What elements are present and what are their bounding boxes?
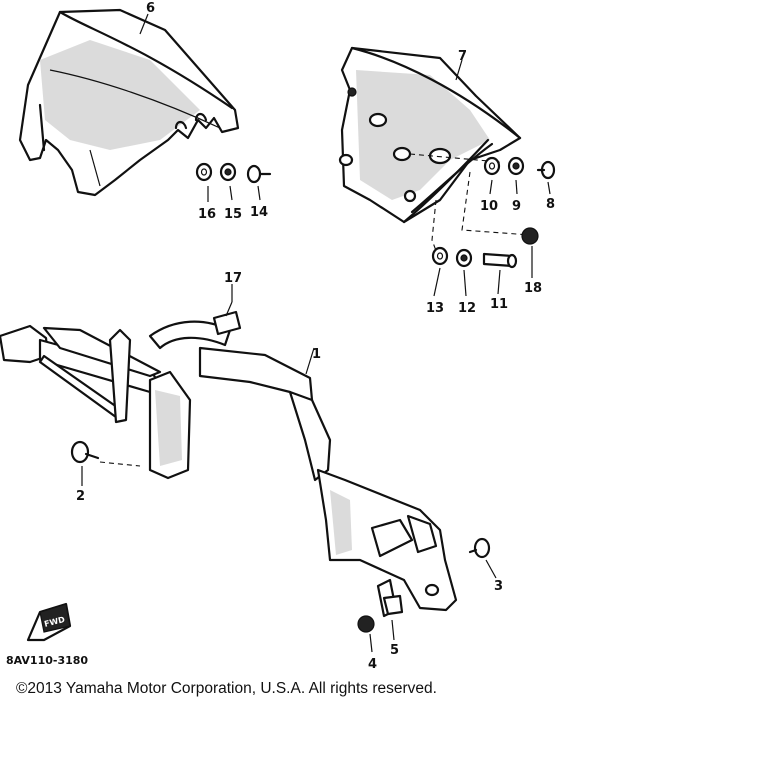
hardware-washer-16 bbox=[195, 162, 213, 182]
frame-bracket-part bbox=[0, 301, 458, 612]
side-cover-part bbox=[338, 46, 522, 224]
front-cover-part bbox=[18, 8, 240, 197]
leader-lines bbox=[81, 13, 551, 653]
callout-labels: 6 7 16 15 14 10 9 8 18 13 12 11 17 1 2 3… bbox=[76, 1, 555, 672]
callout-12: 12 bbox=[458, 301, 476, 316]
callout-9: 9 bbox=[512, 199, 521, 214]
callout-7: 7 bbox=[458, 49, 467, 64]
callout-2: 2 bbox=[76, 489, 85, 504]
callout-8: 8 bbox=[546, 197, 555, 212]
hardware-bolt-14 bbox=[246, 164, 272, 184]
hardware-nut-12 bbox=[455, 248, 473, 268]
callout-14: 14 bbox=[250, 205, 268, 220]
callout-17: 17 bbox=[224, 271, 242, 286]
callout-11: 11 bbox=[490, 297, 508, 312]
hardware-nut-9 bbox=[507, 156, 525, 176]
callout-16: 16 bbox=[198, 207, 216, 222]
callout-15: 15 bbox=[224, 207, 242, 222]
callout-18: 18 bbox=[524, 281, 542, 296]
hardware-washer-10 bbox=[483, 156, 501, 176]
copyright-notice: ©2013 Yamaha Motor Corporation, U.S.A. A… bbox=[16, 680, 437, 697]
callout-6: 6 bbox=[146, 1, 155, 16]
assembly-guide-lines bbox=[99, 153, 531, 467]
hardware-bolt-3 bbox=[468, 537, 491, 559]
callout-1: 1 bbox=[312, 347, 321, 362]
hardware-nut-15 bbox=[219, 162, 237, 182]
hardware-bolt-8 bbox=[536, 160, 556, 180]
hardware-nut-4 bbox=[357, 615, 375, 633]
fwd-logo: FWD bbox=[26, 602, 72, 642]
callout-4: 4 bbox=[368, 657, 377, 672]
hardware-clip-5 bbox=[376, 578, 404, 618]
callout-13: 13 bbox=[426, 301, 444, 316]
diagram-part-code: 8AV110-3180 bbox=[6, 654, 88, 667]
hardware-bolt-2 bbox=[70, 440, 100, 464]
callout-10: 10 bbox=[480, 199, 498, 214]
hardware-bolt-11 bbox=[482, 252, 518, 269]
hardware-nut-18 bbox=[521, 227, 539, 245]
callout-3: 3 bbox=[494, 579, 503, 594]
hardware-washer-13 bbox=[431, 246, 449, 266]
callout-5: 5 bbox=[390, 643, 399, 658]
